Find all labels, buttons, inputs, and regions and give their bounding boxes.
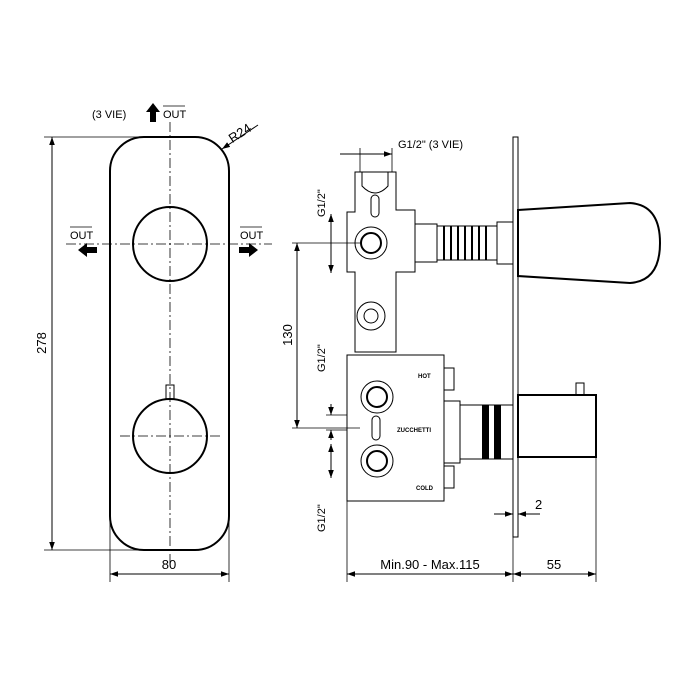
diverter-body bbox=[346, 171, 416, 353]
upper-port-inner bbox=[360, 232, 382, 254]
thermostat-knob-tab bbox=[165, 384, 175, 400]
spindle-ring bbox=[496, 221, 514, 265]
cover-plate bbox=[109, 136, 230, 551]
lower-thread-label: G1/2" bbox=[316, 504, 328, 532]
radius-label: R24 bbox=[226, 120, 254, 146]
width-dim-label: 80 bbox=[162, 557, 176, 572]
thermostat-handle-tab bbox=[575, 382, 585, 396]
arrow-right-icon bbox=[239, 243, 258, 257]
hot-port bbox=[360, 380, 394, 414]
middle-plug bbox=[356, 301, 386, 331]
outlet-slot bbox=[370, 194, 380, 218]
front-view: (3 VIE) OUT OUT OUT R24 278 80 bbox=[34, 103, 272, 582]
out-right-label: OUT bbox=[240, 230, 264, 242]
diverter-knob bbox=[132, 206, 208, 282]
arrow-up-icon bbox=[146, 103, 160, 122]
top-thread-label: G1/2" (3 VIE) bbox=[398, 139, 463, 151]
diverter-spindle bbox=[436, 225, 498, 261]
cold-port-inner bbox=[366, 450, 388, 472]
radius-leader bbox=[221, 124, 259, 150]
body-slot bbox=[371, 415, 381, 441]
hot-inlet-stub bbox=[443, 367, 455, 391]
depth-dim-label: Min.90 - Max.115 bbox=[380, 557, 479, 572]
hot-port-inner bbox=[366, 386, 388, 408]
plate-dim-label: 2 bbox=[535, 497, 542, 512]
wall-plate bbox=[512, 136, 519, 538]
diverter-collar bbox=[414, 223, 438, 263]
cartridge-band-1 bbox=[482, 405, 489, 459]
out-left-label: OUT bbox=[70, 230, 94, 242]
top-outlet bbox=[361, 172, 389, 194]
cold-inlet-stub bbox=[443, 465, 455, 489]
upper-thread-label: G1/2" bbox=[316, 189, 328, 217]
hot-label: HOT bbox=[418, 374, 431, 380]
cold-port bbox=[360, 444, 394, 478]
brand-label: ZUCCHETTI bbox=[397, 428, 431, 434]
protrusion-dim-label: 55 bbox=[547, 557, 561, 572]
height-dim-label: 278 bbox=[34, 332, 49, 354]
lever-handle bbox=[517, 201, 662, 285]
cold-label: COLD bbox=[416, 486, 434, 492]
middle-thread-label: G1/2" bbox=[316, 344, 328, 372]
spacing-dim-label: 130 bbox=[280, 324, 295, 346]
cartridge-band-2 bbox=[494, 405, 501, 459]
middle-plug-inner bbox=[363, 308, 379, 324]
side-view: HOT ZUCCHETTI COLD G1/2" (3 VIE) G1/2" 1… bbox=[280, 136, 662, 582]
cartridge-collar bbox=[443, 400, 461, 464]
arrow-left-icon bbox=[78, 243, 97, 257]
thermostat-handle bbox=[517, 394, 597, 458]
out-top-label: OUT bbox=[163, 109, 187, 121]
three-vie-top-label: (3 VIE) bbox=[92, 109, 126, 121]
